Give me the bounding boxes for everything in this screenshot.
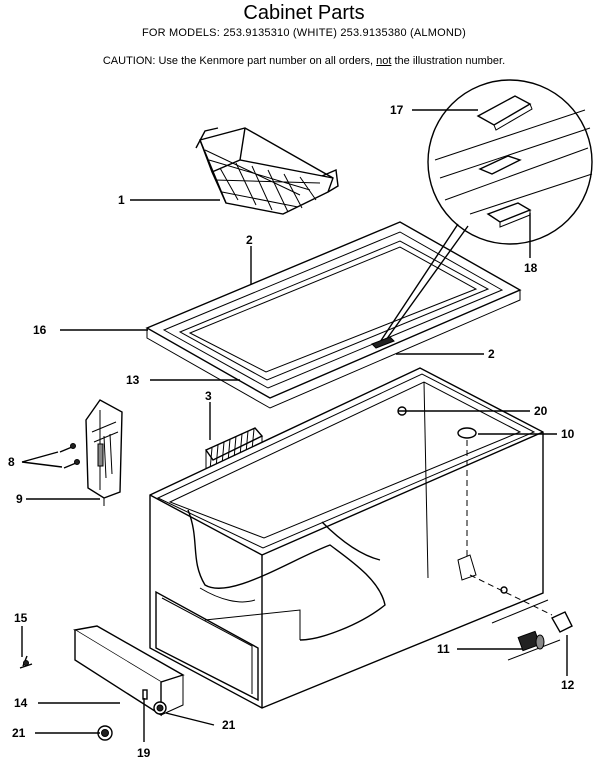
callout-11: 11 [437, 642, 450, 656]
callout-2-top: 2 [246, 233, 253, 247]
callout-21-right: 21 [222, 718, 236, 732]
callout-3: 3 [205, 389, 212, 403]
drain-parts [469, 574, 573, 661]
leader-lines [21, 109, 568, 742]
callout-1: 1 [118, 193, 125, 207]
callout-14: 14 [14, 696, 28, 710]
caution-note: CAUTION: Use the Kenmore part number on … [0, 55, 608, 67]
wire-basket [195, 127, 339, 215]
cabinet-body [149, 367, 544, 709]
callout-12: 12 [561, 678, 575, 692]
models-line: FOR MODELS: 253.9135310 (WHITE) 253.9135… [141, 27, 467, 39]
callout-17: 17 [390, 103, 404, 117]
caution-emphasis: not [376, 55, 392, 67]
callout-9: 9 [16, 492, 23, 506]
callout-15: 15 [14, 611, 28, 625]
lid-frame [145, 221, 522, 409]
callout-10: 10 [561, 427, 575, 441]
callout-labels: 1 2 2 3 8 9 10 11 12 13 14 15 16 17 18 1… [8, 103, 575, 760]
callout-16: 16 [33, 323, 47, 337]
front-panel [19, 625, 185, 741]
callout-19: 19 [137, 746, 151, 760]
hinge-detail [371, 79, 593, 349]
callout-20: 20 [534, 404, 548, 418]
caution-text: CAUTION: Use the Kenmore part number on … [102, 55, 377, 67]
page-title: Cabinet Parts [243, 2, 365, 24]
callout-18: 18 [524, 261, 538, 275]
caution-text-end: the illustration number. [391, 55, 506, 67]
callout-8: 8 [8, 455, 15, 469]
callout-13: 13 [126, 373, 140, 387]
callout-21-left: 21 [12, 726, 26, 740]
callout-2-right: 2 [488, 347, 495, 361]
hinge-bracket [59, 399, 123, 506]
